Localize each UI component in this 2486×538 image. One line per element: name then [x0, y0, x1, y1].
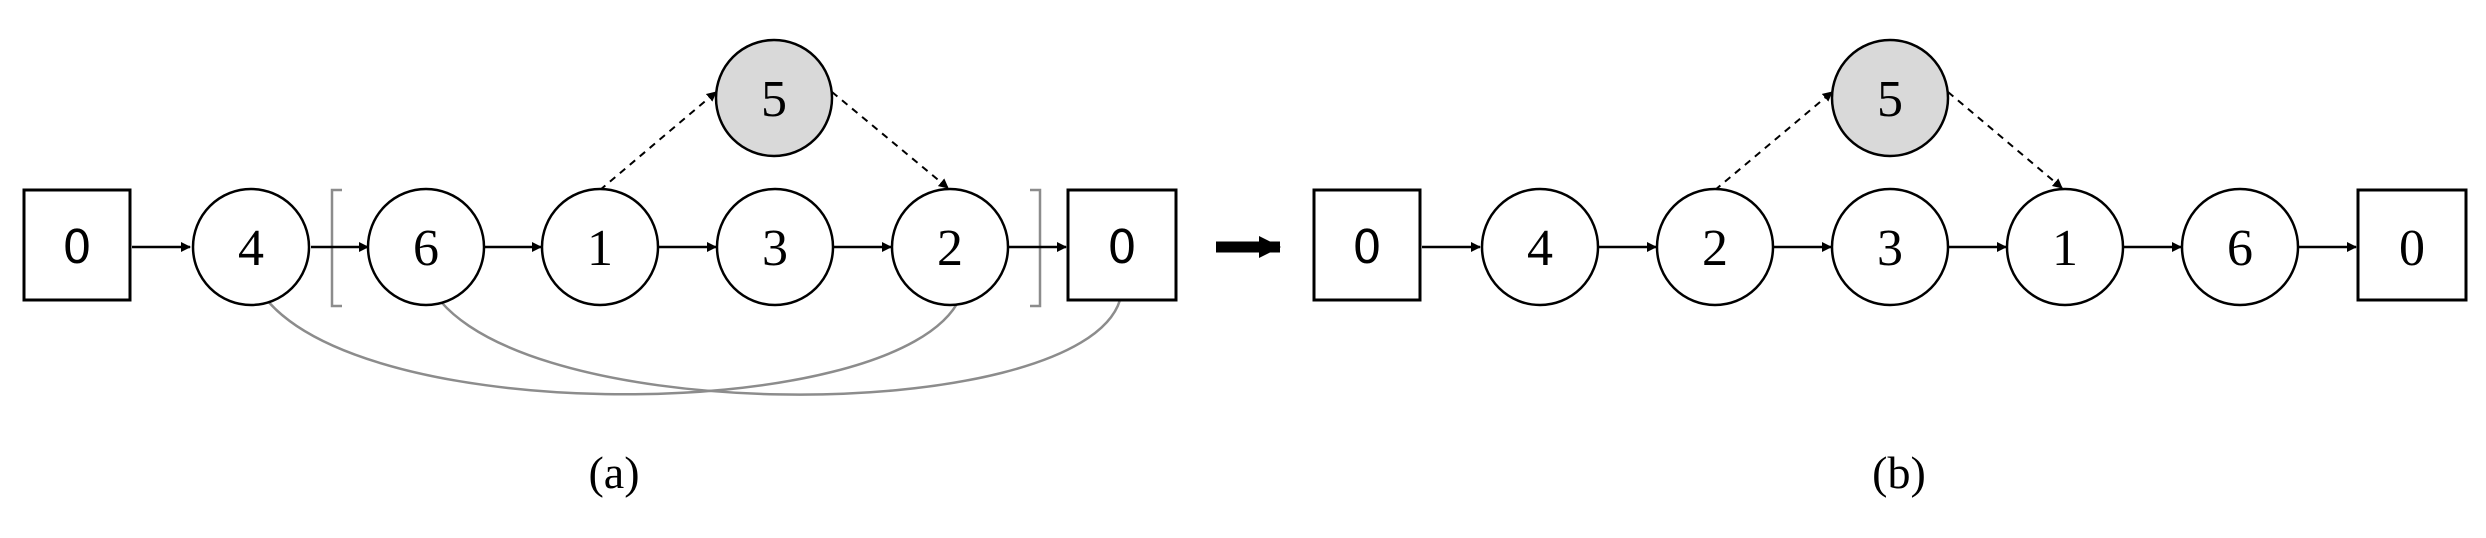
- edge-5-to-2-dashed: [831, 91, 949, 189]
- node-1-label: 1: [587, 220, 613, 277]
- node-b-4: [1480, 187, 1600, 307]
- node-5-inserted: [714, 38, 834, 158]
- node-3-label: 3: [762, 220, 788, 277]
- depot-b-start: [1312, 188, 1422, 302]
- node-4: [191, 187, 311, 307]
- depot-b-end-label: 0: [2399, 220, 2425, 277]
- edge-b-2-to-5-dashed: [1714, 91, 1833, 191]
- node-1: [540, 187, 660, 307]
- arc-4-to-2: [250, 274, 962, 396]
- arc-6-to-0: [423, 274, 1122, 396]
- node-b-1-label: 1: [2052, 220, 2078, 277]
- node-b-3: [1830, 187, 1950, 307]
- panel-b: 0 4 2 3 1 6 0 5 (b): [1312, 38, 2468, 498]
- node-b-3-label: 3: [1877, 220, 1903, 277]
- node-b-6: [2180, 187, 2300, 307]
- node-b-5-label: 5: [1877, 71, 1903, 128]
- depot-end-label: 0: [1107, 220, 1136, 274]
- node-2-label: 2: [937, 220, 963, 277]
- node-b-5-inserted: [1830, 38, 1950, 158]
- node-b-1: [2005, 187, 2125, 307]
- node-b-2: [1655, 187, 1775, 307]
- node-b-4-label: 4: [1527, 220, 1553, 277]
- depot-end: [1066, 188, 1178, 302]
- node-5-label: 5: [761, 71, 787, 128]
- node-b-6-label: 6: [2227, 220, 2253, 277]
- node-4-label: 4: [238, 220, 264, 277]
- depot-start-label: 0: [62, 220, 91, 274]
- node-6-label: 6: [413, 220, 439, 277]
- depot-start: [22, 188, 132, 302]
- edge-b-5-to-1-dashed: [1947, 91, 2063, 189]
- node-2: [890, 187, 1010, 307]
- node-b-2-label: 2: [1702, 220, 1728, 277]
- caption-a: (a): [588, 447, 639, 498]
- panel-a: 0 4 6 1 3 2 0 5 (a): [22, 38, 1178, 498]
- caption-b: (b): [1872, 447, 1926, 498]
- node-6: [366, 187, 486, 307]
- node-3: [715, 187, 835, 307]
- depot-b-end: [2356, 188, 2468, 302]
- depot-b-start-label: 0: [1352, 220, 1381, 274]
- edge-1-to-5-dashed: [599, 91, 717, 191]
